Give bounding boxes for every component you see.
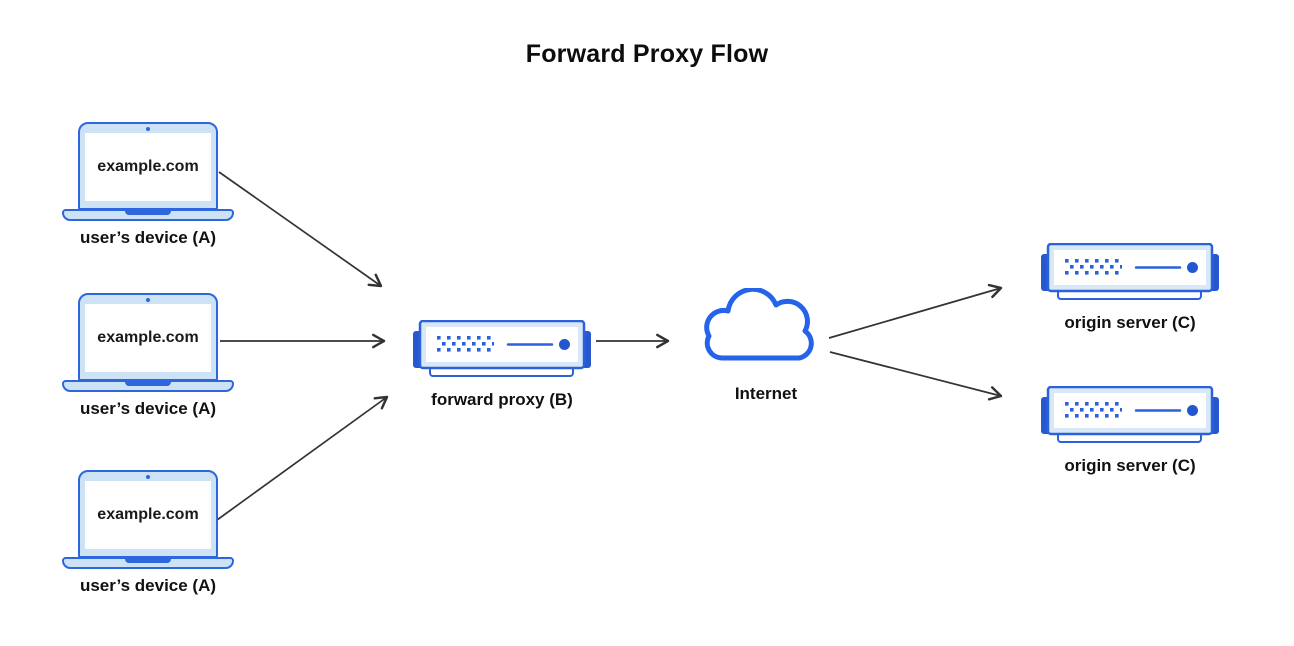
arrow-device3-to-proxy (216, 395, 389, 521)
arrow-internet-to-origin2 (829, 351, 1003, 401)
device-label: user’s device (A) (79, 576, 217, 595)
laptop-base (62, 380, 234, 392)
laptop-screen-text: example.com (85, 481, 211, 549)
server-icon (1041, 242, 1219, 300)
proxy-label: forward proxy (B) (431, 390, 573, 409)
laptop-icon: example.com (78, 470, 218, 558)
laptop-screen-text: example.com (85, 133, 211, 201)
led-dot (1187, 262, 1198, 273)
laptop-base (62, 557, 234, 569)
camera-dot-icon (146, 298, 150, 302)
device-label: user’s device (A) (79, 399, 217, 418)
node-user-device-3: example.com user’s device (A) (62, 470, 234, 596)
led-dot (1187, 405, 1198, 416)
laptop-notch (125, 211, 171, 215)
origin-label: origin server (C) (1064, 313, 1196, 332)
laptop-notch (125, 382, 171, 386)
laptop-icon: example.com (78, 293, 218, 381)
node-internet: Internet (696, 286, 836, 404)
camera-dot-icon (146, 475, 150, 479)
page-title: Forward Proxy Flow (525, 40, 769, 68)
node-user-device-1: example.com user’s device (A) (62, 122, 234, 248)
server-icon (413, 319, 591, 377)
led-dot (559, 339, 570, 350)
dot-matrix (437, 336, 494, 352)
origin-label: origin server (C) (1064, 456, 1196, 475)
camera-dot-icon (146, 127, 150, 131)
dot-matrix (1065, 402, 1122, 418)
laptop-notch (125, 559, 171, 563)
node-forward-proxy: forward proxy (B) (413, 319, 591, 410)
server-icon (1041, 385, 1219, 443)
node-user-device-2: example.com user’s device (A) (62, 293, 234, 419)
cloud-icon (704, 286, 814, 361)
node-origin-server-1: origin server (C) (1041, 242, 1219, 333)
dot-matrix (1065, 259, 1122, 275)
arrow-internet-to-origin1 (828, 283, 1003, 339)
laptop-screen-text: example.com (85, 304, 211, 372)
internet-label: Internet (734, 384, 798, 403)
node-origin-server-2: origin server (C) (1041, 385, 1219, 476)
laptop-icon: example.com (78, 122, 218, 210)
arrow-device1-to-proxy (218, 171, 383, 288)
device-label: user’s device (A) (79, 228, 217, 247)
laptop-base (62, 209, 234, 221)
